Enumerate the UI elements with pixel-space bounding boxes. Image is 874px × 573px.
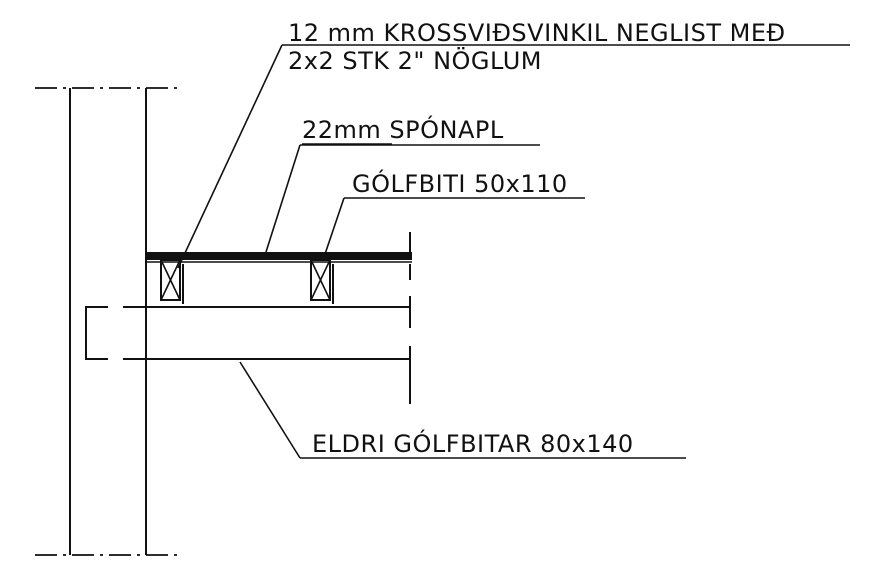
leader-gusset (177, 44, 850, 269)
leader-joist (322, 197, 585, 261)
label-joist: GÓLFBITI 50x110 (352, 168, 568, 198)
wall-column (35, 87, 178, 556)
label-gusset-line1: 12 mm KROSSVIÐSVINKIL NEGLIST MEÐ (288, 19, 786, 47)
chipboard-deck (146, 252, 412, 263)
old-joist (85, 306, 410, 360)
leader-old-joists (239, 361, 686, 459)
label-old-joists: ELDRI GÓLFBITAR 80x140 (312, 428, 634, 458)
label-gusset-line2: 2x2 STK 2" NÖGLUM (288, 46, 542, 75)
label-chipboard: 22mm SPÓNAPL (302, 114, 504, 144)
joist-section-right (310, 259, 334, 304)
leader-chipboard (265, 144, 540, 253)
joist-section-left (160, 259, 184, 304)
